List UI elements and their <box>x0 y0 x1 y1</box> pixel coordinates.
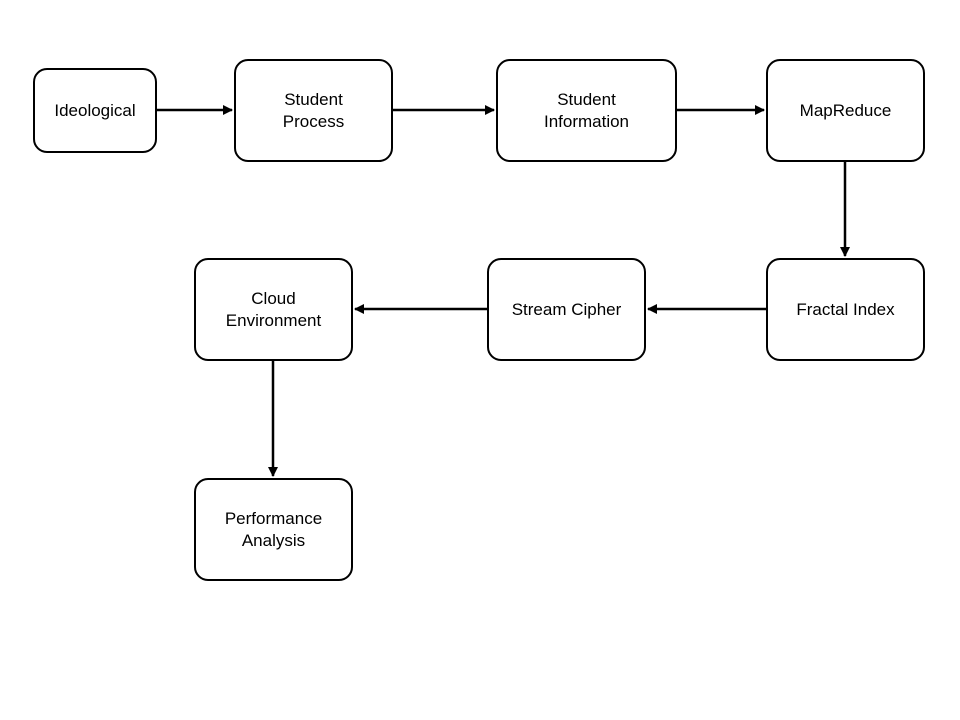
node-fractal-index: Fractal Index <box>766 258 925 361</box>
node-mapreduce: MapReduce <box>766 59 925 162</box>
node-stream-cipher: Stream Cipher <box>487 258 646 361</box>
node-fractal-index-label: Fractal Index <box>796 299 895 319</box>
node-student-process: Student Process <box>234 59 393 162</box>
node-cloud-environment-label: Cloud Environment <box>225 288 322 330</box>
node-performance-analysis: Performance Analysis <box>194 478 353 581</box>
node-cloud-environment: Cloud Environment <box>194 258 353 361</box>
node-student-information: Student Information <box>496 59 677 162</box>
node-stream-cipher-label: Stream Cipher <box>511 299 622 319</box>
node-ideological: Ideological <box>33 68 157 153</box>
node-mapreduce-label: MapReduce <box>799 100 892 120</box>
node-student-information-label: Student Information <box>543 89 630 131</box>
node-ideological-label: Ideological <box>54 100 136 120</box>
node-student-process-label: Student Process <box>282 89 345 131</box>
node-performance-analysis-label: Performance Analysis <box>224 508 323 550</box>
